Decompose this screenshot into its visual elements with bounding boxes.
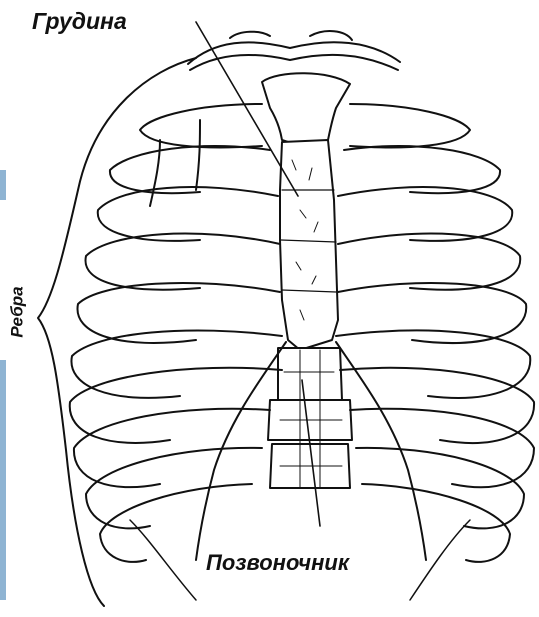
sternum-label: Грудина <box>32 8 127 35</box>
ribs-label: Ребра <box>8 286 28 337</box>
sternum <box>262 73 350 350</box>
spine-label: Позвоночник <box>206 550 349 576</box>
left-ribs <box>70 104 282 600</box>
right-ribs <box>336 104 534 600</box>
